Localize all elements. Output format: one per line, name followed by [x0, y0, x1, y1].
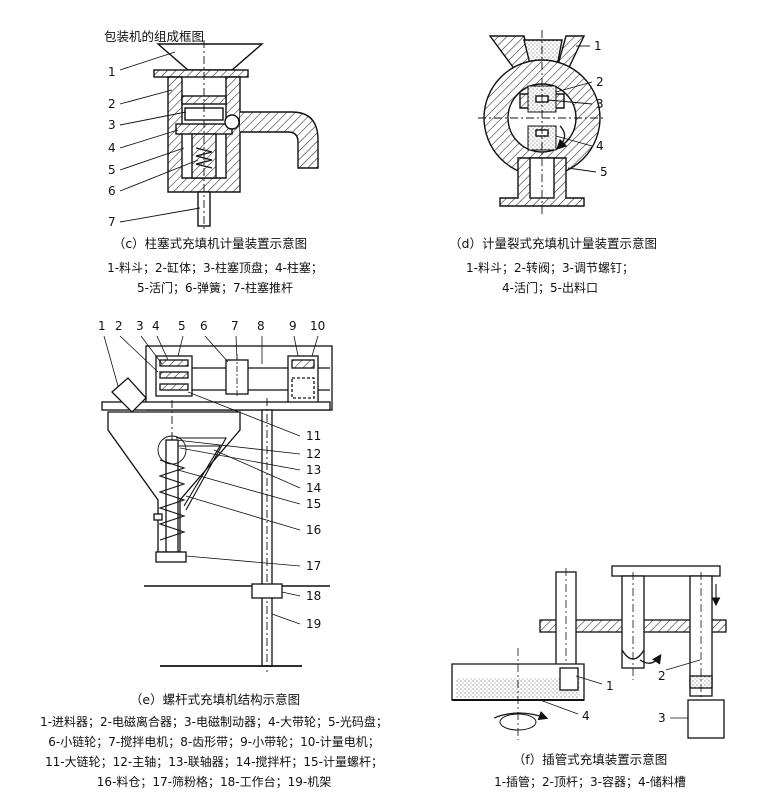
header-text: 包装机的组成框图	[104, 29, 205, 44]
panel-d-legend-line: 4-活门；5-出料口	[502, 281, 598, 295]
callout-d-3: 3	[596, 97, 604, 111]
callout-f-2: 2	[658, 669, 666, 683]
callout-c-1: 1	[108, 65, 116, 79]
panel-e-legend-line: 11-大链轮；12-主轴；13-联轴器；14-搅拌杆；15-计量螺杆；	[45, 755, 383, 769]
callout-d-5: 5	[600, 165, 608, 179]
callout-e-11: 11	[306, 429, 321, 443]
callout-e-4: 4	[152, 319, 160, 333]
panel-e-legend-line: 1-进料器；2-电磁离合器；3-电磁制动器；4-大带轮；5-光码盘；	[40, 715, 388, 729]
callout-f-4: 4	[582, 709, 590, 723]
panel-e-legend-line: 6-小链轮；7-搅拌电机；8-齿形带；9-小带轮；10-计量电机；	[48, 735, 380, 749]
callout-e-6: 6	[200, 319, 208, 333]
panel-c-caption: （c）柱塞式充填机计量装置示意图	[112, 236, 308, 251]
panel-e-legend-line: 16-料仓；17-筛粉格；18-工作台；19-机架	[96, 775, 332, 789]
panel-d-legend-line: 1-料斗；2-转阀；3-调节螺钉；	[466, 261, 634, 275]
callout-c-5: 5	[108, 163, 116, 177]
callout-e-10: 10	[310, 319, 325, 333]
panel-d-drawing	[478, 30, 606, 214]
panel-c-legend: 1-料斗；2-缸体；3-柱塞顶盘；4-柱塞； 5-活门；6-弹簧；7-柱塞推杆	[70, 258, 360, 298]
callout-c-4: 4	[108, 141, 116, 155]
callout-f-3: 3	[658, 711, 666, 725]
callout-d-1: 1	[594, 39, 602, 53]
panel-d-legend: 1-料斗；2-转阀；3-调节螺钉； 4-活门；5-出料口	[430, 258, 670, 298]
callout-e-19: 19	[306, 617, 321, 631]
callout-e-18: 18	[306, 589, 321, 603]
callout-e-17: 17	[306, 559, 321, 573]
callout-c-7: 7	[108, 215, 116, 229]
callout-e-5: 5	[178, 319, 186, 333]
panel-f-caption: （f）插管式充填装置示意图	[512, 752, 668, 767]
callout-e-8: 8	[257, 319, 265, 333]
callout-e-1: 1	[98, 319, 106, 333]
panel-c-drawing	[119, 40, 319, 230]
panel-f-legend: 1-插管；2-顶杆；3-容器；4-储料槽	[470, 772, 710, 792]
panel-f-legend-line: 1-插管；2-顶杆；3-容器；4-储料槽	[494, 775, 686, 789]
callout-e-14: 14	[306, 481, 321, 495]
panel-e-drawing	[101, 335, 333, 672]
callout-e-7: 7	[231, 319, 239, 333]
panel-c-legend-line: 1-料斗；2-缸体；3-柱塞顶盘；4-柱塞；	[107, 261, 323, 275]
panel-e-caption: （e）螺杆式充填机结构示意图	[129, 692, 301, 707]
callout-f-1: 1	[606, 679, 614, 693]
callout-c-2: 2	[108, 97, 116, 111]
callout-c-6: 6	[108, 184, 116, 198]
callout-d-4: 4	[596, 139, 604, 153]
callout-e-2: 2	[115, 319, 123, 333]
panel-e-legend: 1-进料器；2-电磁离合器；3-电磁制动器；4-大带轮；5-光码盘； 6-小链轮…	[4, 712, 424, 792]
callout-d-2: 2	[596, 75, 604, 89]
callout-e-12: 12	[306, 447, 321, 461]
panel-c-legend-line: 5-活门；6-弹簧；7-柱塞推杆	[137, 281, 293, 295]
callout-e-16: 16	[306, 523, 321, 537]
panel-f-drawing	[451, 565, 727, 740]
callout-c-3: 3	[108, 118, 116, 132]
callout-e-9: 9	[289, 319, 297, 333]
callout-e-15: 15	[306, 497, 321, 511]
panel-d-caption: （d）计量裂式充填机计量装置示意图	[449, 236, 657, 251]
callout-e-3: 3	[136, 319, 144, 333]
callout-e-13: 13	[306, 463, 321, 477]
